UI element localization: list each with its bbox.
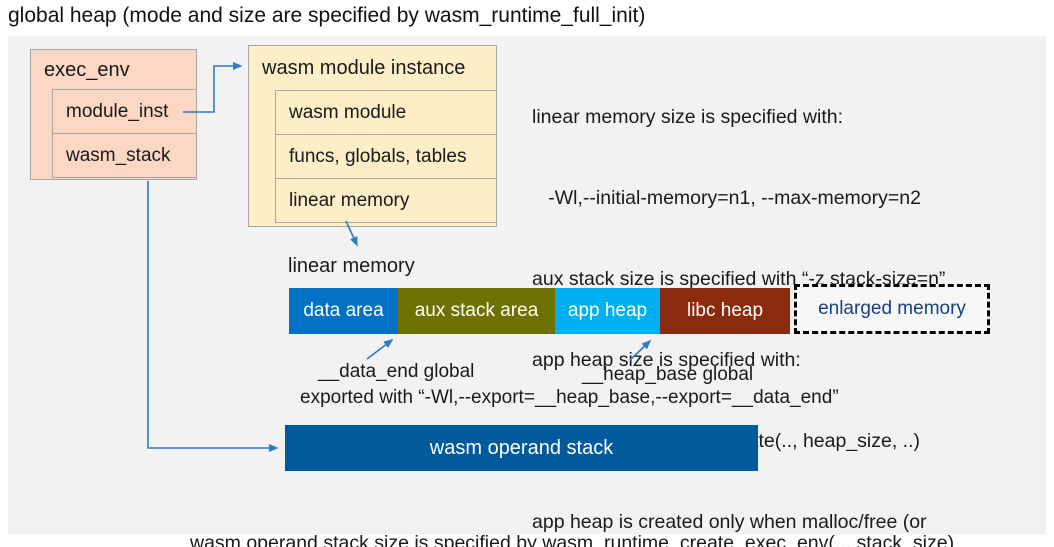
exec-env-row-wasm-stack: wasm_stack — [52, 133, 197, 178]
footer-line: wasm operand stack size is specified by … — [190, 532, 955, 547]
data-end-global-label: __data_end global — [318, 361, 475, 382]
diagram-title: global heap (mode and size are specified… — [8, 4, 646, 27]
exec-env-row-module-inst: module_inst — [52, 89, 197, 134]
module-instance-row-linear-memory: linear memory — [275, 178, 497, 223]
module-instance-row-funcs-globals-tables: funcs, globals, tables — [275, 134, 497, 179]
module-instance-header: wasm module instance — [262, 57, 466, 79]
memory-segment-libc-heap: libc heap — [660, 288, 790, 334]
exported-with-label: exported with “-Wl,--export=__heap_base,… — [300, 387, 839, 408]
module-instance-row-wasm-module: wasm module — [275, 90, 497, 135]
wasm-operand-stack-bar: wasm operand stack — [285, 425, 758, 471]
memory-segment-enlarged-memory: enlarged memory — [794, 284, 990, 334]
heap-base-global-label: __heap_base global — [582, 364, 754, 385]
linear-memory-label: linear memory — [288, 255, 415, 277]
memory-segment-data-area: data area — [289, 288, 398, 334]
footer-notes: wasm operand stack size is specified by … — [190, 476, 954, 547]
memory-segment-aux-stack-area: aux stack area — [398, 288, 555, 334]
right-notes: linear memory size is specified with: -W… — [532, 50, 945, 547]
memory-segment-app-heap: app heap — [555, 288, 660, 334]
exec-env-header: exec_env — [44, 58, 130, 81]
note-line: linear memory size is specified with: — [532, 106, 844, 128]
note-line: app heap is created only when malloc/fre… — [532, 511, 927, 533]
note-line: -Wl,--initial-memory=n1, --max-memory=n2 — [532, 187, 921, 209]
